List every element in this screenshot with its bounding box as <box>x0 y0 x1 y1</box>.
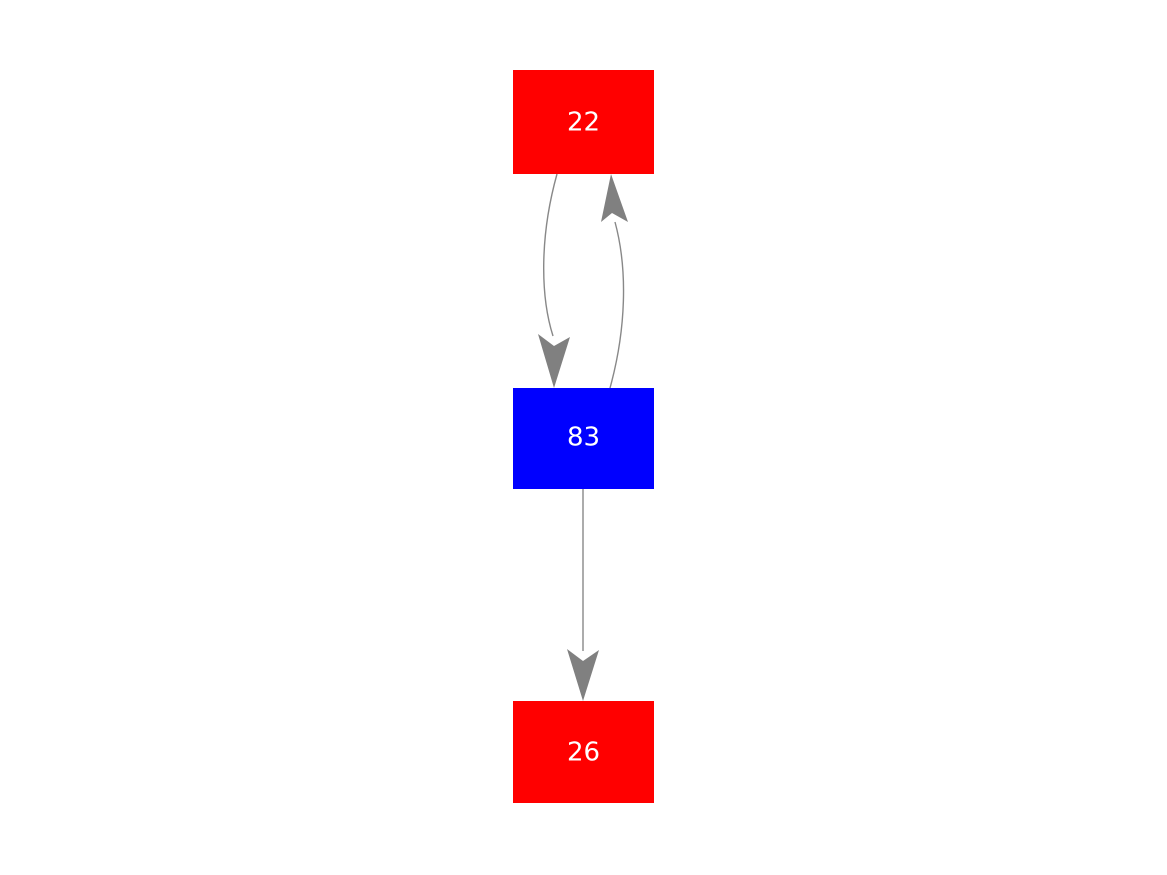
node-83-label: 83 <box>567 423 600 453</box>
node-26-label: 26 <box>567 738 600 768</box>
edge-83-to-22-line <box>609 221 625 389</box>
node-83-rect[interactable] <box>513 388 654 489</box>
edge-83-to-26-arrowhead <box>567 649 599 701</box>
edge-22-to-83 <box>538 173 570 388</box>
node-22-label: 22 <box>567 108 600 138</box>
edge-22-to-83-line <box>543 173 558 337</box>
node-83[interactable]: 83 <box>513 388 654 489</box>
edge-22-to-83-arrowhead <box>538 334 570 388</box>
edge-83-to-26 <box>567 489 599 701</box>
edge-83-to-22 <box>601 174 628 389</box>
node-22-rect[interactable] <box>513 70 654 174</box>
node-26-rect[interactable] <box>513 701 654 803</box>
node-22[interactable]: 22 <box>513 70 654 174</box>
node-26[interactable]: 26 <box>513 701 654 803</box>
edge-83-to-22-arrowhead <box>601 174 628 222</box>
